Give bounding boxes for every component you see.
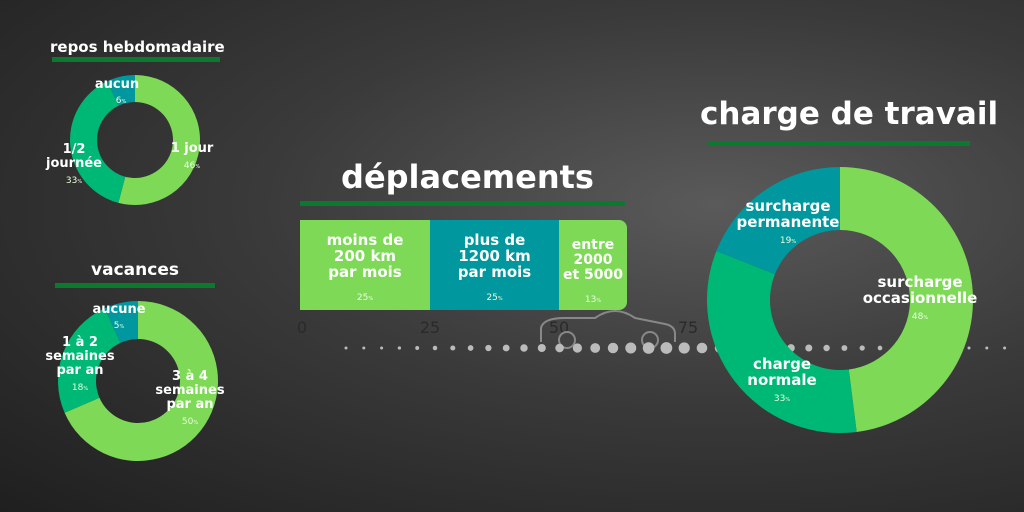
axis-tick: 75 bbox=[677, 318, 699, 337]
deplacements-title: déplacements bbox=[341, 158, 594, 196]
dot bbox=[607, 342, 619, 354]
axis-tick: 25 bbox=[419, 318, 441, 337]
dot bbox=[537, 343, 546, 353]
dot bbox=[555, 343, 564, 353]
dot bbox=[572, 343, 583, 353]
dot bbox=[432, 345, 438, 351]
dot bbox=[696, 342, 708, 354]
dot bbox=[1003, 346, 1007, 350]
dot bbox=[678, 342, 690, 354]
charge-donut bbox=[707, 167, 974, 434]
dot bbox=[877, 345, 883, 351]
dot bbox=[625, 342, 637, 354]
dot bbox=[660, 342, 673, 354]
donut-slice bbox=[707, 251, 857, 434]
dot bbox=[485, 344, 492, 352]
vacances-underline bbox=[55, 283, 215, 288]
repos-title: repos hebdomadaire bbox=[50, 38, 225, 56]
donut-slice bbox=[70, 81, 126, 203]
donut-slice bbox=[104, 301, 138, 343]
dot bbox=[642, 342, 655, 354]
vacances-donut bbox=[58, 301, 218, 461]
repos-donut bbox=[70, 75, 201, 205]
dot bbox=[362, 346, 366, 350]
donut-slice bbox=[107, 75, 135, 106]
vacances-title: vacances bbox=[91, 260, 179, 280]
dot bbox=[450, 345, 456, 351]
donut-slice bbox=[118, 75, 201, 205]
donut-slice bbox=[840, 167, 974, 432]
dot bbox=[823, 344, 830, 352]
donut-slice bbox=[716, 167, 840, 275]
axis-tick: 0 bbox=[296, 318, 308, 337]
donut-slice bbox=[58, 308, 121, 413]
dot bbox=[397, 346, 402, 350]
dot bbox=[985, 346, 989, 350]
dot bbox=[859, 345, 865, 351]
charge-title: charge de travail bbox=[700, 96, 999, 132]
donut-slice bbox=[64, 301, 218, 461]
dot bbox=[841, 345, 848, 351]
dot bbox=[520, 344, 528, 352]
deplacements-underline bbox=[300, 201, 625, 206]
dot bbox=[344, 346, 348, 350]
dot bbox=[805, 344, 813, 352]
repos-underline bbox=[52, 57, 220, 62]
dot bbox=[502, 344, 510, 352]
dot bbox=[380, 346, 384, 350]
dot bbox=[967, 346, 971, 350]
dot bbox=[415, 346, 420, 350]
dot bbox=[467, 345, 474, 351]
dot bbox=[590, 343, 601, 353]
charge-underline bbox=[708, 141, 970, 146]
